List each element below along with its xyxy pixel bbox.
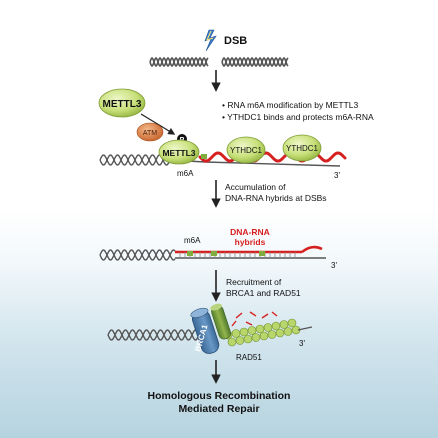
rad51-bead — [243, 334, 253, 344]
three-prime-label-3: 3' — [299, 339, 305, 348]
rad51-bead — [251, 333, 261, 342]
rad51-filament — [223, 318, 313, 347]
mettl3-bound-label: METTL3 — [162, 148, 195, 158]
rad51-bead — [271, 321, 281, 331]
step-2-line-1: Accumulation of — [225, 182, 286, 192]
rad51-fragment — [261, 313, 269, 319]
rna-strand-step-1 — [198, 151, 347, 163]
dna-strand — [221, 56, 289, 68]
dsb-label: DSB — [224, 35, 247, 47]
dna-strand — [99, 249, 176, 261]
dna-strand — [99, 154, 171, 166]
three-prime-label-1: 3' — [334, 171, 340, 180]
rad51-fragment — [231, 320, 237, 327]
atm-protein: ATM — [136, 122, 164, 142]
m6a-mark — [211, 251, 217, 256]
step-1-bullet-1: • RNA m6A modification by METTL3 — [222, 100, 358, 110]
dna-rna-hybrid — [175, 245, 326, 259]
dna-strand — [107, 329, 199, 341]
m6a-mark — [187, 251, 193, 256]
broken-dna — [149, 56, 289, 68]
rad51-bead — [259, 331, 269, 341]
rad51-label: RAD51 — [236, 353, 262, 362]
m6a-mark — [259, 251, 265, 256]
outcome-line-1: Homologous Recombination — [148, 390, 291, 402]
rad51-bead — [287, 318, 297, 328]
rad51-bead — [247, 326, 257, 335]
rna-tail — [301, 245, 323, 254]
mettl3-bound-protein: METTL3 — [158, 139, 200, 165]
hybrids-label-2: hybrids — [235, 237, 266, 247]
rad51-free-fragments — [231, 311, 278, 327]
rad51-bead — [255, 324, 265, 334]
rad51-bead — [227, 337, 237, 347]
rad51-bead — [283, 327, 293, 336]
m6a-label-1: m6A — [177, 169, 194, 178]
three-prime-label-2: 3' — [331, 261, 337, 270]
step-3-line-1: Recruitment of — [226, 277, 282, 287]
outcome-line-2: Mediated Repair — [178, 403, 259, 415]
dna-strand — [221, 56, 289, 68]
mettl3-arrow — [140, 113, 176, 135]
ythdc1-b-label: YTHDC1 — [286, 144, 319, 153]
rad51-fragment — [235, 312, 243, 319]
dna-step-2 — [99, 249, 176, 261]
step-3-line-2: BRCA1 and RAD51 — [226, 288, 301, 298]
rad51-fragment — [245, 321, 253, 326]
dna-strand — [107, 329, 199, 341]
hybrids-label-1: DNA-RNA — [230, 227, 270, 237]
ythdc1-protein-a: YTHDC1 — [226, 136, 266, 164]
step-1-bullet-2: • YTHDC1 binds and protects m6A-RNA — [222, 112, 374, 122]
dna-strand — [149, 56, 209, 68]
ythdc1-a-label: YTHDC1 — [230, 146, 263, 155]
lightning-bolt-icon — [204, 29, 217, 52]
rad51-fragment — [249, 311, 257, 317]
rad51-bead — [275, 328, 285, 338]
rad51-fragment — [271, 311, 278, 317]
m6a-mark — [201, 154, 207, 159]
step-2-line-2: DNA-RNA hybrids at DSBs — [225, 193, 327, 203]
ythdc1-protein-b: YTHDC1 — [282, 134, 322, 162]
rad51-bead — [263, 323, 273, 332]
rad51-bead — [267, 330, 277, 339]
dna-step-3 — [107, 329, 199, 341]
rad51-bead — [235, 336, 245, 345]
brca1-protein: BRCA1 — [190, 303, 232, 354]
dna-tail — [297, 326, 313, 331]
m6a-label-2: m6A — [184, 236, 201, 245]
rad51-bead — [231, 329, 241, 338]
atm-label: ATM — [143, 130, 157, 137]
mettl3-free-label: METTL3 — [103, 99, 142, 110]
mettl3-free-protein: METTL3 — [98, 88, 146, 118]
rad51-bead — [279, 320, 289, 329]
rad51-bead — [239, 327, 249, 337]
dna-strand — [99, 249, 176, 261]
